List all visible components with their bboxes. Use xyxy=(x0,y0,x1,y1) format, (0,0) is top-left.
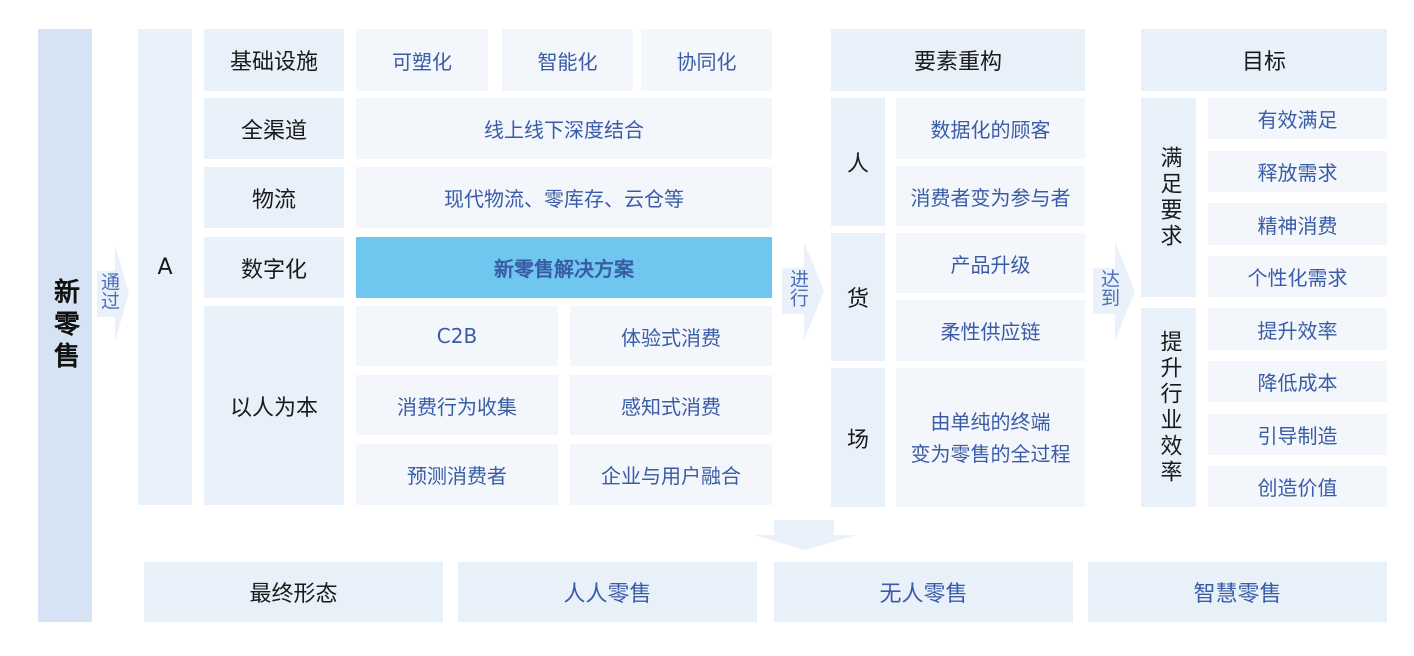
row-label: 以人为本 xyxy=(204,306,344,505)
goal-item: 释放需求 xyxy=(1208,151,1387,192)
row-item: 可塑化 xyxy=(356,29,488,91)
goal-group-label: 提升行业效率 xyxy=(1141,308,1196,507)
row-item: 企业与用户融合 xyxy=(570,444,772,505)
row-item: 体验式消费 xyxy=(570,306,772,366)
row-label: 物流 xyxy=(204,167,344,228)
arrow-through-label: 通过 xyxy=(98,272,120,310)
row-item: 智能化 xyxy=(502,29,633,91)
row-item: 消费行为收集 xyxy=(356,375,558,435)
bottom-item: 无人零售 xyxy=(774,562,1073,622)
group-item: 柔性供应链 xyxy=(896,300,1085,361)
goal-item: 提升效率 xyxy=(1208,308,1387,350)
group-item: 数据化的顾客 xyxy=(896,98,1085,159)
row-item: C2B xyxy=(356,306,558,366)
bottom-item: 人人零售 xyxy=(458,562,757,622)
group-label: 场 xyxy=(831,368,885,507)
goal-item: 创造价值 xyxy=(1208,466,1387,507)
place-line-2: 变为零售的全过程 xyxy=(910,441,1071,466)
group-item: 消费者变为参与者 xyxy=(896,166,1085,226)
left-title: 新零售 xyxy=(38,29,92,622)
row-label: 数字化 xyxy=(204,237,344,298)
row-item: 感知式消费 xyxy=(570,375,772,435)
a-label: A xyxy=(138,29,192,505)
arrow-proceed-label: 进行 xyxy=(787,269,809,307)
row-item: 协同化 xyxy=(641,29,772,91)
group-item: 产品升级 xyxy=(896,233,1085,293)
goal-group-label: 满足要求 xyxy=(1141,98,1196,297)
group-label: 货 xyxy=(831,233,885,361)
goal-title: 目标 xyxy=(1141,29,1387,91)
arrow-through: 通过 xyxy=(97,245,129,345)
bottom-final-form: 最终形态 xyxy=(144,562,443,622)
goal-item: 有效满足 xyxy=(1208,98,1387,139)
row-label: 全渠道 xyxy=(204,98,344,159)
row-item: 现代物流、零库存、云仓等 xyxy=(356,167,772,228)
goal-item: 引导制造 xyxy=(1208,414,1387,455)
goal-item: 精神消费 xyxy=(1208,203,1387,245)
bottom-item: 智慧零售 xyxy=(1088,562,1387,622)
arrow-reach: 达到 xyxy=(1093,242,1135,344)
arrow-reach-label: 达到 xyxy=(1098,269,1120,307)
group-label: 人 xyxy=(831,98,885,226)
arrow-proceed: 进行 xyxy=(782,242,824,344)
highlight-solution: 新零售解决方案 xyxy=(356,237,772,298)
row-item: 预测消费者 xyxy=(356,444,558,505)
group-item: 由单纯的终端 变为零售的全过程 xyxy=(896,368,1085,507)
goal-item: 降低成本 xyxy=(1208,361,1387,402)
place-line-1: 由单纯的终端 xyxy=(930,409,1051,434)
row-label: 基础设施 xyxy=(204,29,344,91)
goal-item: 个性化需求 xyxy=(1208,256,1387,297)
down-arrow-icon xyxy=(754,520,856,550)
restructure-title: 要素重构 xyxy=(831,29,1085,91)
row-item: 线上线下深度结合 xyxy=(356,98,772,159)
